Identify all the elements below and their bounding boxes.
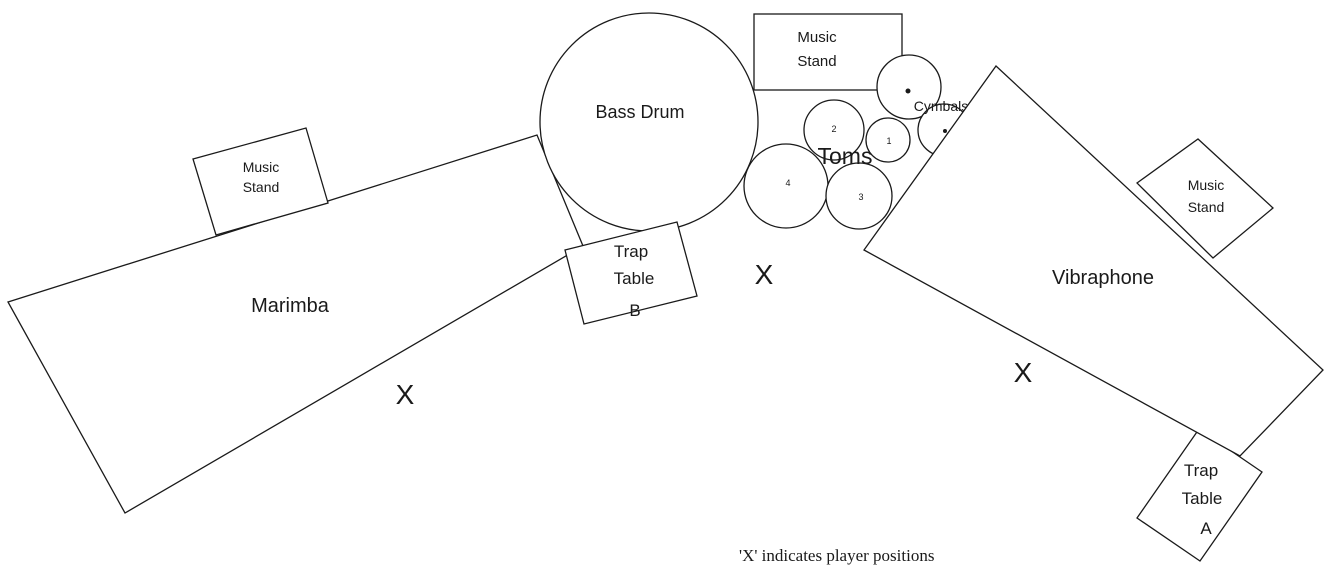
vibraphone-player-position: X bbox=[1014, 357, 1033, 388]
trap-table-b-label-line3: B bbox=[629, 301, 640, 320]
cymbal-lower-center bbox=[943, 129, 947, 133]
marimba-player-position: X bbox=[396, 379, 415, 410]
trap-table-a-label-line2: Table bbox=[1182, 489, 1223, 508]
music-stand-left-label-line2: Stand bbox=[243, 179, 280, 195]
vibraphone-label: Vibraphone bbox=[1052, 267, 1154, 289]
bass-drum-label: Bass Drum bbox=[595, 102, 684, 122]
music-stand-right-label-line2: Stand bbox=[1188, 199, 1225, 215]
toms-label: Toms bbox=[818, 143, 873, 169]
trap-table-a-label-line3: A bbox=[1200, 519, 1212, 538]
cymbal-upper bbox=[876, 54, 942, 120]
music-stand-top-label-line1: Music bbox=[797, 29, 837, 46]
music-stand-left bbox=[192, 127, 329, 236]
music-stand-left-label-line1: Music bbox=[243, 159, 280, 175]
cymbal-upper-center bbox=[905, 88, 911, 94]
music-stand-top-label-line2: Stand bbox=[797, 53, 836, 70]
bass-drum bbox=[539, 12, 759, 232]
trap-table-b-label-line1: Trap bbox=[614, 242, 648, 261]
music-stand-right bbox=[1135, 138, 1274, 259]
drums-player-position: X bbox=[755, 259, 774, 290]
trap-table-b bbox=[564, 221, 698, 325]
vibraphone bbox=[863, 65, 1324, 457]
tom-1-number: 1 bbox=[886, 136, 891, 146]
tom-3-number: 3 bbox=[858, 192, 863, 202]
tom-4-number: 4 bbox=[785, 178, 790, 188]
trap-table-a bbox=[1136, 428, 1263, 562]
trap-table-a-label-line1: Trap bbox=[1184, 461, 1218, 480]
trap-table-b-label-line2: Table bbox=[614, 269, 655, 288]
tom-2-number: 2 bbox=[831, 124, 836, 134]
tom-2 bbox=[803, 99, 865, 161]
tom-3 bbox=[825, 162, 893, 230]
music-stand-right-label-line1: Music bbox=[1188, 177, 1225, 193]
music-stand-top bbox=[753, 13, 903, 91]
cymbals-label: Cymbals bbox=[914, 98, 968, 114]
tom-1 bbox=[865, 117, 911, 163]
player-position-note: 'X' indicates player positions bbox=[739, 546, 934, 565]
marimba-label: Marimba bbox=[251, 295, 330, 317]
